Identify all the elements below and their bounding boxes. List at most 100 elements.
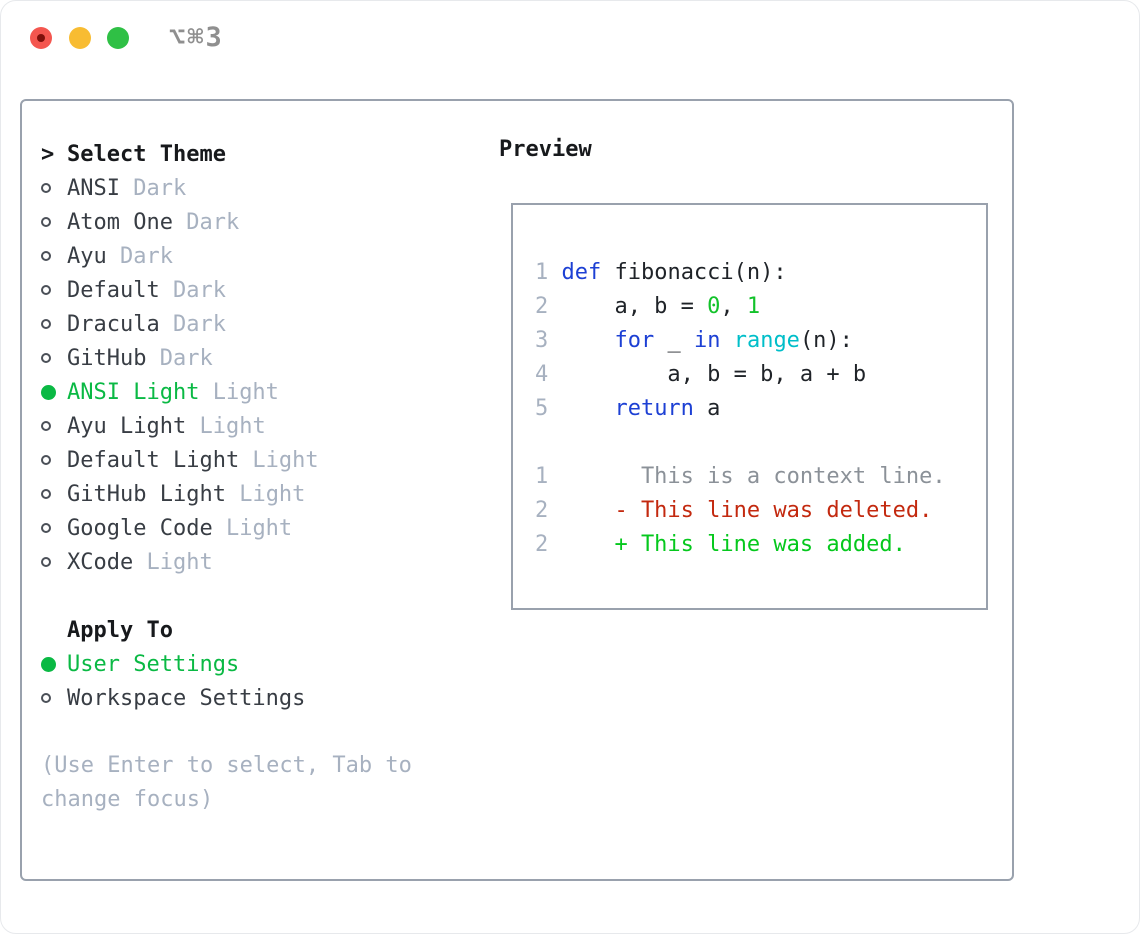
code-token-fg: fibonacci(n): [601,259,787,285]
code-token-fg: (n): [799,327,853,353]
theme-option-ansi-label: ANSI [67,175,120,201]
cursor-chevron-icon: > [41,141,55,167]
radio-unselected-icon [41,455,51,465]
zoom-button[interactable] [107,27,129,49]
code-token-green: 1 [746,293,761,319]
code-token-blue: return [614,395,694,421]
apply-option-user-settings[interactable]: User Settings [41,647,491,681]
code-token-blue: for [614,327,655,353]
theme-option-dracula-variant: Dark [159,311,226,337]
close-button[interactable] [30,27,52,49]
apply-option-workspace-settings-label: Workspace Settings [67,685,306,711]
theme-option-default-light[interactable]: Default Light Light [41,443,491,477]
radio-unselected-icon [41,523,51,533]
radio-unselected-icon [41,353,51,363]
theme-option-github-light-variant: Light [225,481,306,507]
radio-unselected-icon [41,489,51,499]
code-line: 2 a, b = 0, 1 [535,289,986,323]
code-token-removed: - This line was deleted. [561,497,933,523]
select-theme-header-row: > Select Theme [41,137,491,171]
theme-option-atom-one[interactable]: Atom One Dark [41,205,491,239]
window-shortcut-label: ⌥⌘3 [169,22,224,53]
code-line [535,425,986,459]
code-token-green: 0 [707,293,721,319]
apply-to-title: Apply To [67,617,173,643]
code-token-added: + This line was added. [561,531,906,557]
theme-option-xcode-label: XCode [67,549,134,575]
theme-option-github-variant: Dark [146,345,213,371]
select-theme-title: Select Theme [67,141,226,167]
theme-option-github-light-label: GitHub Light [67,481,226,507]
radio-unselected-icon [41,285,51,295]
radio-unselected-icon [41,557,51,567]
line-number: 2 [535,531,549,557]
theme-option-ansi[interactable]: ANSI Dark [41,171,491,205]
code-line: 3 for _ in range(n): [535,323,986,357]
code-token-fg: a, b = [561,293,708,319]
code-token-fg: a [693,395,721,421]
radio-selected-icon [41,656,56,672]
code-line: 2 - This line was deleted. [535,493,986,527]
theme-option-github[interactable]: GitHub Dark [41,341,491,375]
theme-option-ansi-light[interactable]: ANSI Light Light [41,375,491,409]
theme-option-google-code-variant: Light [212,515,293,541]
line-number: 2 [535,497,549,523]
radio-unselected-icon [41,183,51,193]
theme-option-dracula[interactable]: Dracula Dark [41,307,491,341]
code-line: 1 This is a context line. [535,459,986,493]
theme-option-default-light-variant: Light [239,447,319,473]
code-token-cyan: range [733,327,800,353]
code-line: 5 return a [535,391,986,425]
theme-option-ayu-variant: Dark [106,243,173,269]
code-token-fg: , [720,293,747,319]
code-line: 4 a, b = b, a + b [535,357,986,391]
keyboard-hint: (Use Enter to select, Tab to change focu… [41,753,412,812]
code-token-fg: a, b = b, a + b [561,361,867,387]
line-number: 5 [535,395,549,421]
theme-option-default[interactable]: Default Dark [41,273,491,307]
theme-option-default-label: Default [67,277,160,303]
radio-unselected-icon [41,319,51,329]
apply-option-user-settings-label: User Settings [67,651,240,677]
code-token-blue: def [561,259,602,285]
theme-option-default-variant: Dark [159,277,226,303]
radio-unselected-icon [41,217,51,227]
code-token-fg [720,328,733,353]
line-number: 2 [535,293,549,319]
theme-option-ayu-label: Ayu [67,243,107,269]
code-token-context: This is a context line. [561,463,946,489]
apply-to-header-row: Apply To [41,613,491,647]
spacer [41,579,491,613]
theme-option-ayu-light[interactable]: Ayu Light Light [41,409,491,443]
radio-unselected-icon [41,693,51,703]
code-token-fg [561,396,614,421]
theme-option-github-light[interactable]: GitHub Light Light [41,477,491,511]
theme-option-atom-one-variant: Dark [172,209,240,235]
theme-option-google-code[interactable]: Google Code Light [41,511,491,545]
line-number: 4 [535,361,549,387]
code-token-fg [561,328,614,353]
theme-option-ayu-light-variant: Light [186,413,266,439]
theme-option-atom-one-label: Atom One [67,209,173,235]
line-number: 1 [535,463,549,489]
theme-option-default-light-label: Default Light [67,447,240,473]
radio-unselected-icon [41,251,51,261]
minimize-button[interactable] [69,27,91,49]
code-token-fg: _ [654,327,694,353]
theme-option-ayu-light-label: Ayu Light [67,413,187,439]
theme-option-dracula-label: Dracula [67,311,160,337]
theme-option-github-label: GitHub [67,345,147,371]
radio-selected-icon [41,384,56,400]
apply-option-workspace-settings[interactable]: Workspace Settings [41,681,491,715]
theme-option-ayu[interactable]: Ayu Dark [41,239,491,273]
theme-option-xcode[interactable]: XCode Light [41,545,491,579]
spacer [41,715,491,749]
titlebar: ⌥⌘3 [1,1,1139,76]
